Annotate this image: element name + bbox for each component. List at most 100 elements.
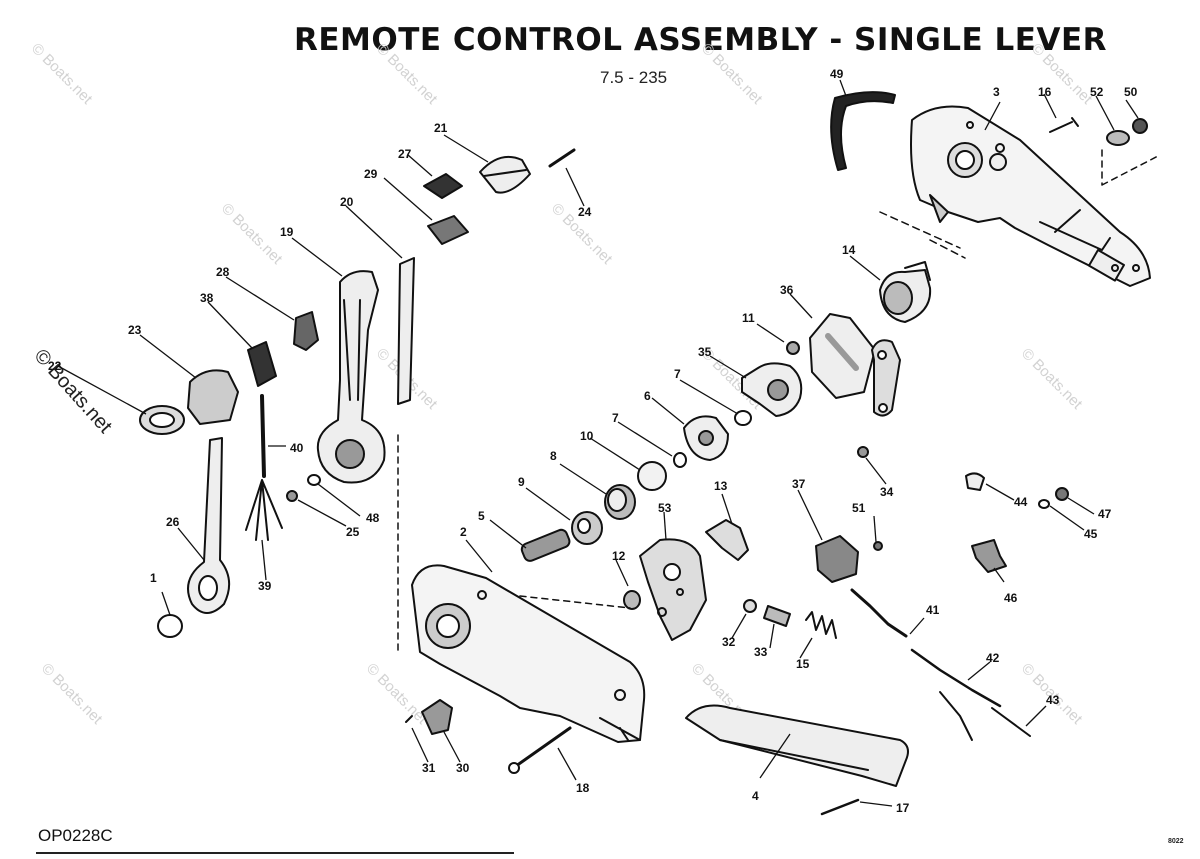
callout-label-28: 28 (216, 265, 230, 279)
part-19-handle (316, 270, 386, 484)
callout-label-19: 19 (280, 225, 294, 239)
callout-label-25: 25 (346, 525, 360, 539)
model-range: 7.5 - 235 (600, 68, 668, 87)
part-16-screw (1049, 117, 1079, 133)
part-43-wire (991, 707, 1031, 737)
callout-label-27: 27 (398, 147, 412, 161)
part-44-plug (965, 472, 985, 491)
part-31-screw (405, 715, 413, 723)
callout-label-15: 15 (796, 657, 810, 671)
part-15-spring (805, 611, 837, 639)
part-25-screw (286, 490, 298, 502)
callout-label-49: 49 (830, 67, 844, 81)
callout-label-51: 51 (852, 501, 866, 515)
callout-label-43: 43 (1046, 693, 1060, 707)
part-41-wire (850, 588, 908, 638)
part-11-nut (786, 341, 800, 355)
part-33-pin (763, 605, 791, 627)
callout-label-18: 18 (576, 781, 590, 795)
callout-label-26: 26 (166, 515, 180, 529)
callout-label-12: 12 (612, 549, 626, 563)
callout-label-34: 34 (880, 485, 894, 499)
part-12-washer (623, 590, 641, 610)
callout-label-32: 32 (722, 635, 736, 649)
part-48-washer (307, 474, 321, 486)
callout-label-38: 38 (200, 291, 214, 305)
part-23-knob (187, 369, 239, 425)
callout-label-35: 35 (698, 345, 712, 359)
part-7-ring-upper (734, 410, 752, 426)
callout-label-47: 47 (1098, 507, 1112, 521)
part-45-washer (1038, 499, 1050, 509)
part-27-grille (423, 173, 463, 199)
part-34-nut (857, 446, 869, 458)
part-53-throttle-cam (639, 538, 707, 641)
callout-label-17: 17 (896, 801, 910, 815)
callout-label-22: 22 (48, 359, 62, 373)
part-30-clamp (421, 699, 453, 735)
callout-label-52: 52 (1090, 85, 1104, 99)
part-29-insert (427, 215, 469, 245)
part-linkage-arm (871, 339, 901, 417)
part-17-screw (820, 798, 860, 816)
callout-label-11: 11 (742, 311, 755, 325)
callout-label-5: 5 (478, 509, 485, 523)
part-2-housing (411, 564, 646, 743)
part-1-ring (157, 614, 183, 638)
callout-label-44: 44 (1014, 495, 1028, 509)
callout-label-41: 41 (926, 603, 940, 617)
callout-label-8: 8 (550, 449, 557, 463)
part-26-lever (187, 437, 231, 614)
callout-label-39: 39 (258, 579, 272, 593)
part-5-shaft (520, 528, 571, 562)
part-40-wire-harness (260, 394, 266, 478)
part-4-cover (685, 704, 909, 787)
callout-label-20: 20 (340, 195, 354, 209)
callout-label-16: 16 (1038, 85, 1052, 99)
diagram-title: REMOTE CONTROL ASSEMBLY - SINGLE LEVER (294, 22, 1107, 58)
callout-label-30: 30 (456, 761, 470, 775)
part-13-detent (705, 519, 749, 561)
callout-label-37: 37 (792, 477, 806, 491)
part-42-wire (910, 648, 1002, 708)
callout-label-33: 33 (754, 645, 768, 659)
part-52-washer (1106, 130, 1130, 146)
callout-label-21: 21 (434, 121, 448, 135)
callout-label-10: 10 (580, 429, 594, 443)
callout-label-9: 9 (518, 475, 525, 489)
part-18-bolt (514, 726, 572, 768)
callout-label-48: 48 (366, 511, 380, 525)
callout-label-50: 50 (1124, 85, 1138, 99)
part-21-block (479, 156, 531, 194)
callout-label-31: 31 (422, 761, 436, 775)
part-51-screw (873, 541, 883, 551)
part-10-washer (637, 461, 667, 491)
part-49-decal (830, 91, 896, 171)
part-28-clip (293, 311, 319, 351)
callout-label-53: 53 (658, 501, 672, 515)
callout-label-2: 2 (460, 525, 467, 539)
callout-label-14: 14 (842, 243, 856, 257)
part-47-nut (1055, 487, 1069, 501)
part-38-switch (247, 341, 277, 387)
callout-label-36: 36 (780, 283, 794, 297)
callout-label-45: 45 (1084, 527, 1098, 541)
part-46-bracket (971, 539, 1007, 573)
diagram-code: OP0228C (38, 826, 113, 845)
callout-label-24: 24 (578, 205, 592, 219)
callout-label-7: 7 (612, 411, 619, 425)
callout-label-40: 40 (290, 441, 304, 455)
callout-label-4: 4 (752, 789, 759, 803)
part-7-ring-lower (673, 452, 687, 468)
callout-label-13: 13 (714, 479, 728, 493)
part-50-nut (1132, 118, 1148, 134)
callout-label-29: 29 (364, 167, 378, 181)
callout-label-7: 7 (674, 367, 681, 381)
part-32-ball (743, 599, 757, 613)
callout-label-46: 46 (1004, 591, 1018, 605)
callout-label-6: 6 (644, 389, 651, 403)
callout-label-3: 3 (993, 85, 1000, 99)
corner-mark: 8022 (1168, 838, 1184, 845)
part-20-rod (397, 257, 415, 405)
